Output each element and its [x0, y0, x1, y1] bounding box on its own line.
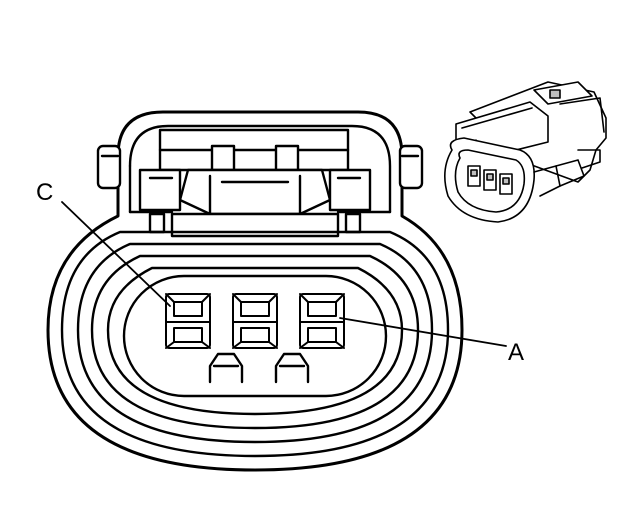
latch-window-right — [274, 144, 300, 172]
housing-inner-step — [128, 124, 392, 214]
connector-perspective-view — [444, 81, 607, 223]
callouts — [61, 201, 507, 347]
latch-arm — [178, 168, 332, 216]
leader-line-a — [339, 317, 507, 347]
left-side-tab — [96, 144, 122, 190]
seal-rings — [60, 230, 450, 458]
latch-window-left — [210, 144, 236, 172]
connector-face-view — [46, 110, 464, 472]
terminal-cavity-a — [299, 293, 345, 349]
key-right — [274, 352, 310, 384]
locking-latch — [128, 128, 392, 238]
seal-ring-3 — [90, 254, 420, 430]
leader-line-c — [61, 201, 171, 307]
side-tabs — [96, 144, 424, 190]
seal-ring-4 — [106, 266, 404, 416]
seal-ring-2 — [76, 242, 434, 444]
callout-label-c: C — [36, 179, 53, 206]
rear-lock-tab — [533, 81, 593, 105]
pin-cavity-rim — [122, 274, 388, 398]
callout-label-a: A — [508, 339, 524, 366]
seal-ring-1 — [60, 230, 450, 458]
terminal-cavities — [165, 293, 345, 349]
terminal-cavity-c — [165, 293, 211, 349]
terminal-cavity-b — [232, 293, 278, 349]
key-left — [208, 352, 244, 384]
polarization-keys — [208, 352, 310, 384]
right-side-tab — [398, 144, 424, 190]
